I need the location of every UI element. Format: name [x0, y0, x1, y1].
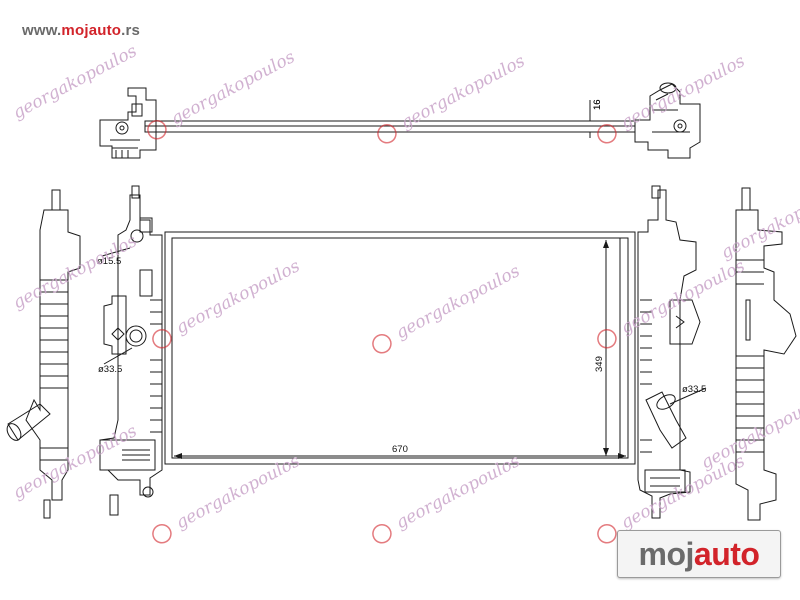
right-side-fins	[736, 259, 764, 453]
watermark-12: georgakopoulos	[10, 421, 141, 503]
logo-part-moj: moj	[638, 535, 695, 572]
left-tank	[99, 194, 163, 496]
watermark-13: georgakopoulos	[718, 181, 800, 263]
dim-pipe-right: ø33.5	[682, 384, 706, 395]
watermark-text: georgakopoulos	[618, 256, 749, 338]
watermark-14: georgakopoulos	[698, 391, 800, 473]
watermark-5: georgakopoulos	[372, 261, 524, 354]
right-tank	[637, 189, 697, 519]
left-side-pipe	[7, 403, 51, 441]
left-side-tank	[25, 209, 81, 501]
right-mount-plate	[669, 299, 701, 345]
right-side-view	[735, 187, 797, 521]
watermark-text: georgakopoulos	[393, 451, 524, 533]
site-url-suffix: .rs	[121, 22, 141, 39]
watermark-6: georgakopoulos	[597, 256, 749, 349]
watermark-8: georgakopoulos	[372, 451, 524, 544]
watermark-text: georgakopoulos	[10, 231, 141, 313]
watermark-text: georgakopoulos	[393, 261, 524, 343]
top-left-bracket	[99, 87, 157, 159]
dim-core-thickness: 16	[592, 99, 603, 110]
site-url-brand: mojauto	[61, 22, 122, 39]
watermark-text: georgakopoulos	[173, 451, 304, 533]
watermark-11: georgakopoulos	[10, 231, 141, 313]
watermark-10: georgakopoulos	[10, 41, 141, 123]
dim-core-thickness-label: 16	[592, 99, 603, 110]
right-outlet-pipe	[645, 391, 687, 449]
watermark-text: georgakopoulos	[698, 391, 800, 473]
right-tank-ribs	[640, 299, 652, 453]
left-side-fins	[40, 279, 68, 461]
dim-pipe-small: ø15.5	[97, 256, 121, 267]
left-side-view	[6, 189, 81, 519]
front-view	[99, 185, 707, 519]
site-url[interactable]: www.mojauto.rs	[22, 22, 140, 39]
right-side-tank	[735, 209, 797, 521]
left-tank-ribs	[150, 299, 162, 433]
watermark-text: georgakopoulos	[618, 451, 749, 533]
watermark-text: georgakopoulos	[718, 181, 800, 263]
site-url-prefix: www.	[22, 22, 62, 39]
radiator-core	[164, 231, 636, 465]
top-right-bracket	[634, 83, 701, 159]
watermark-text: georgakopoulos	[173, 256, 304, 338]
dim-width: 670	[392, 444, 408, 455]
top-view	[99, 82, 701, 159]
watermark-text: georgakopoulos	[10, 41, 141, 123]
dim-pipe-left: ø33.5	[98, 364, 122, 375]
watermark-7: georgakopoulos	[152, 451, 304, 544]
logo-part-auto: auto	[693, 535, 760, 572]
left-mount-plate	[103, 295, 127, 355]
dim-height: 349	[594, 356, 605, 372]
watermark-1: georgakopoulos	[147, 47, 299, 140]
watermark-text: georgakopoulos	[10, 421, 141, 503]
watermark-text: georgakopoulos	[168, 47, 299, 129]
